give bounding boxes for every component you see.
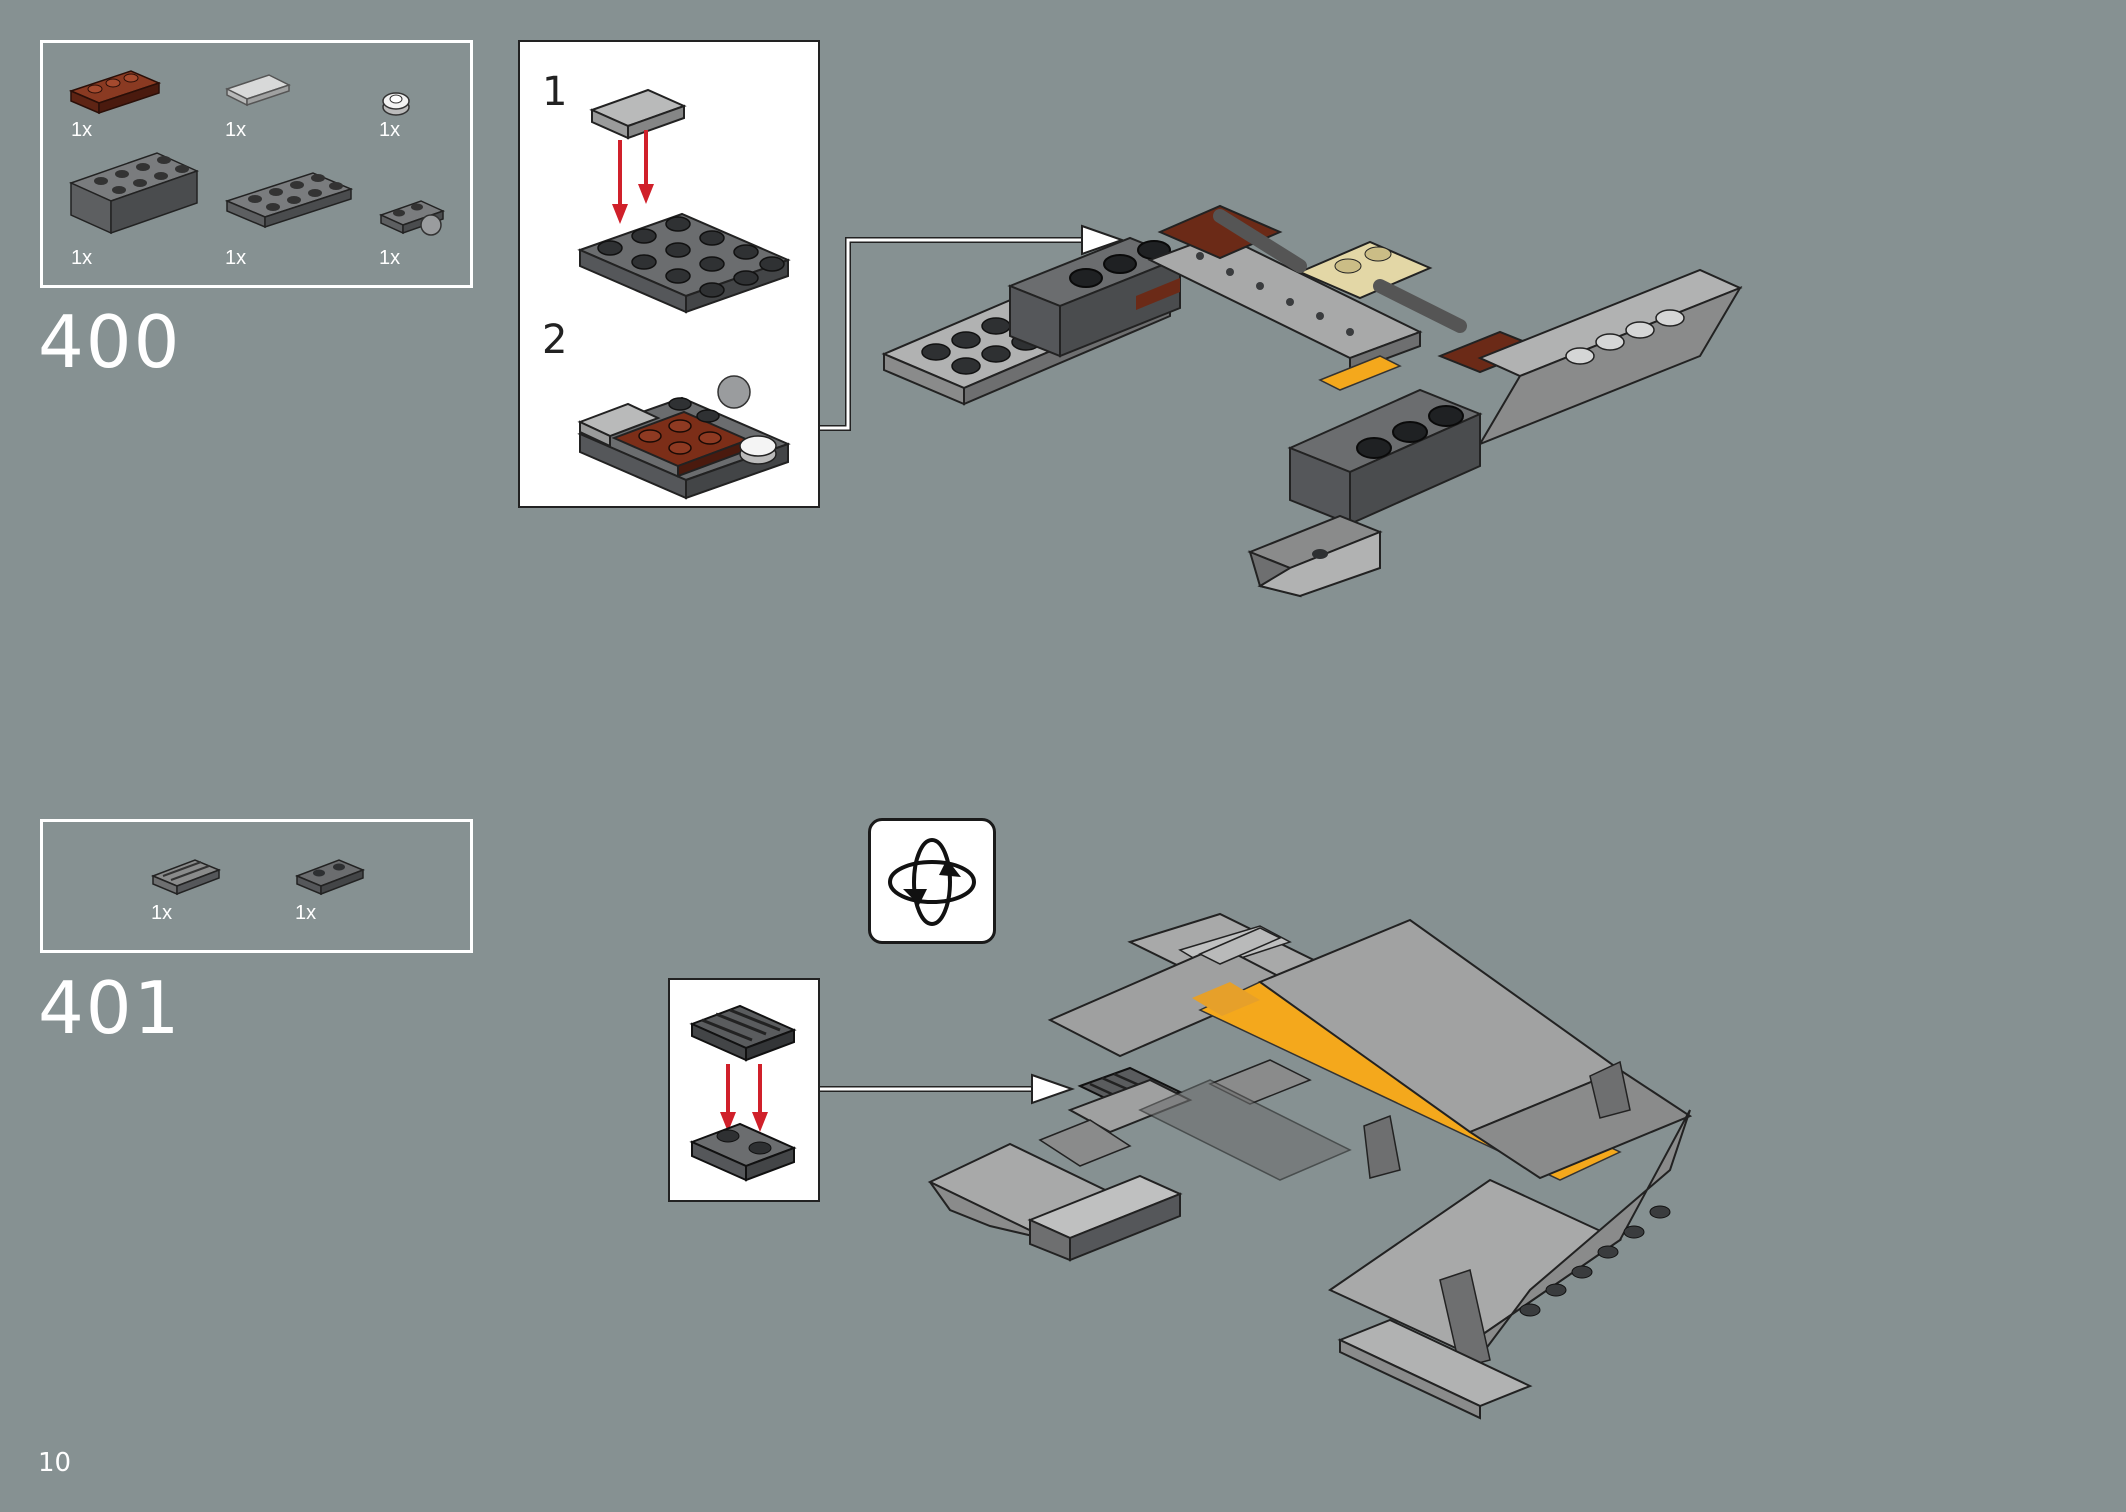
callout-arrow [820,1073,1076,1105]
part-qty: 1x [379,119,401,141]
substep-1-illustration [577,88,791,314]
part-qty: 1x [225,247,247,269]
part-qty: 1x [71,119,93,141]
plate-with-ball-icon [378,200,446,236]
parts-list-step-400: 1x 1x 1x 1x [40,40,473,288]
rotate-model-box [868,818,996,944]
substep-2-illustration [577,375,791,500]
model-assembly-step-400 [881,204,1743,598]
light-gray-tile-icon [225,74,291,107]
subassembly-401-illustration [689,1004,797,1182]
part-qty: 1x [379,247,401,269]
dark-gray-plate-1x2-icon [294,859,366,896]
grille-tile-icon [150,859,222,896]
substep-number: 1 [542,69,568,115]
subassembly-callout: 1 2 [518,40,820,508]
step-number: 401 [38,966,182,1050]
part-qty: 1x [151,902,173,924]
part-qty: 1x [295,902,317,924]
rotate-model-icon [888,838,976,926]
callout-arrow [820,224,1126,431]
step-number: 400 [38,300,182,384]
model-assembly-step-401 [927,912,1693,1420]
dark-gray-brick-icon [68,152,200,235]
substep-number: 2 [542,317,568,363]
page-number: 10 [38,1448,72,1478]
brown-plate-1x3-icon [68,70,162,115]
parts-list-step-401: 1x 1x [40,819,473,953]
subassembly-callout [668,978,820,1202]
part-qty: 1x [225,119,247,141]
white-round-plate-icon [382,92,410,116]
dark-gray-plate-icon [224,172,354,229]
part-qty: 1x [71,247,93,269]
